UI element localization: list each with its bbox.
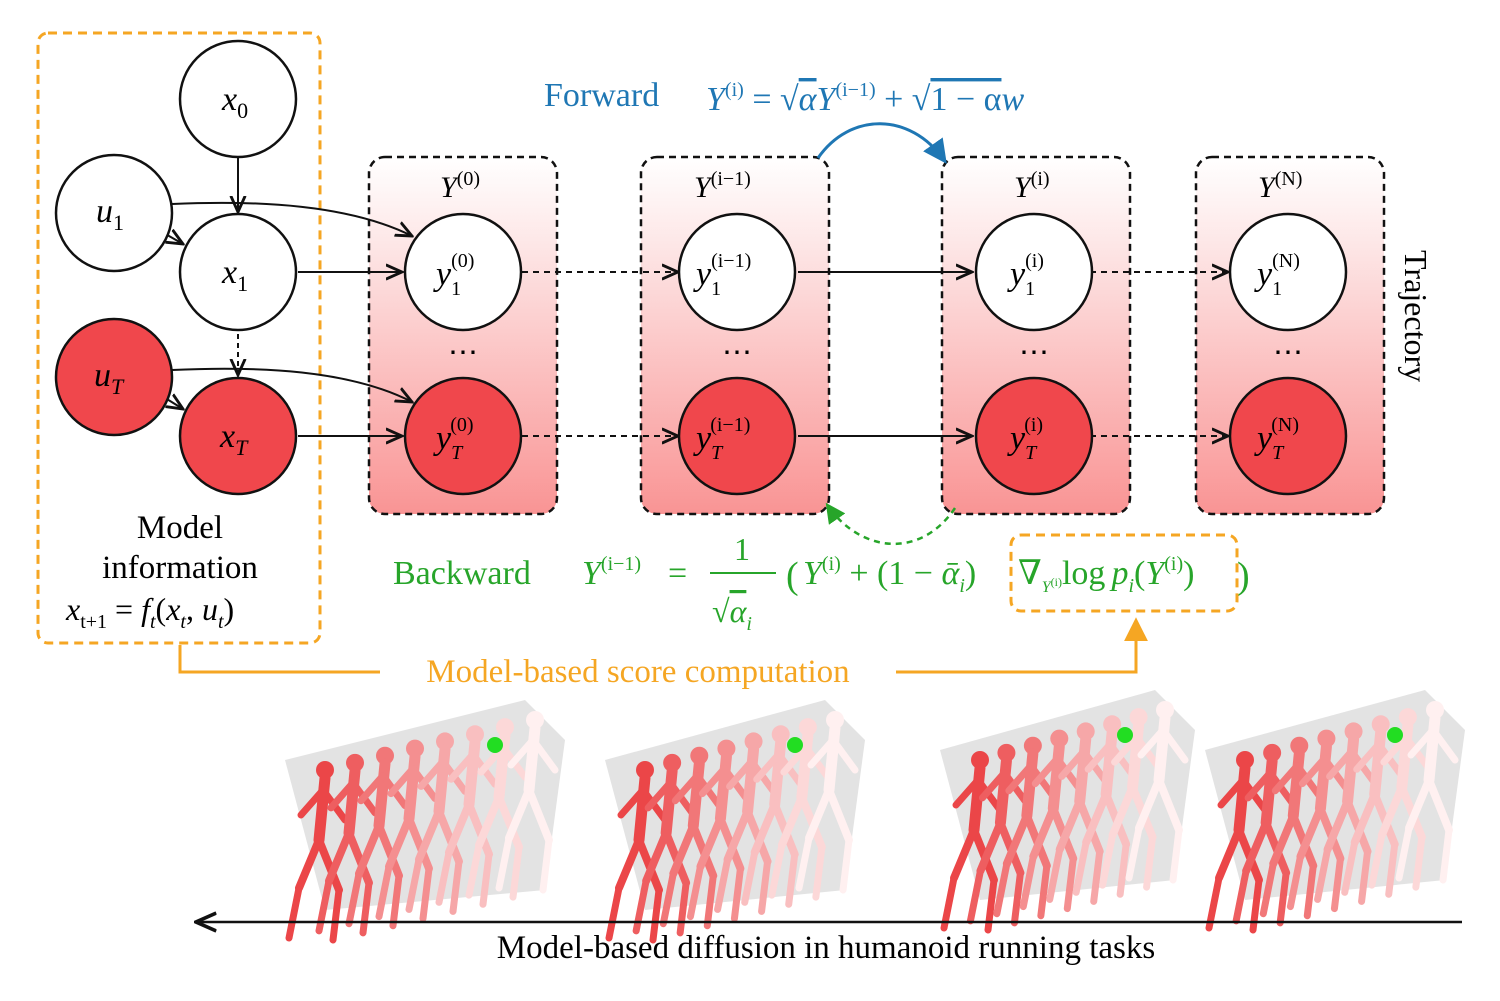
svg-text:x0: x0 (221, 81, 248, 123)
bottom-caption: Model-based diffusion in humanoid runnin… (497, 930, 1155, 966)
svg-text:): ) (1237, 555, 1250, 597)
stage-title-0: Y(0) (440, 168, 480, 204)
humanoid-figure (285, 761, 349, 944)
node-x1: x1 (178, 212, 298, 332)
svg-text:yT(i−1): yT(i−1) (693, 414, 750, 464)
humanoid-figure (714, 732, 778, 915)
svg-text:xT: xT (219, 418, 249, 460)
svg-text:y1(N): y1(N) (1254, 250, 1300, 300)
svg-text:(: ( (786, 555, 799, 597)
node-yT-stage2: yT(i) (974, 376, 1094, 496)
node-y1-stage1: y1(i−1) (677, 212, 797, 332)
trajectory-label: Trajectory (1398, 250, 1434, 382)
forward-arrow (816, 122, 947, 164)
humanoid-figure (315, 753, 379, 937)
score-connector-right (896, 617, 1148, 674)
humanoid-figure (1125, 701, 1189, 884)
humanoid-figure (1286, 729, 1350, 913)
node-yT-stage0: yT(0) (403, 376, 523, 496)
node-y1-stage0: y1(0) (403, 212, 523, 332)
humanoid-figure (768, 718, 832, 901)
target-marker (787, 737, 803, 753)
humanoid-figure (605, 761, 669, 944)
stage-title-1: Y(i−1) (694, 168, 751, 204)
node-uT: uT (54, 317, 174, 437)
forward-equation: Y(i) = √αY(i−1) + √1 − αw (706, 79, 1024, 118)
humanoid-figure (1019, 729, 1083, 913)
humanoid-figure (659, 746, 723, 930)
stage-title-2: Y(i) (1014, 168, 1050, 204)
svg-text:uT: uT (94, 357, 125, 399)
node-y1-stage3: y1(N) (1228, 212, 1348, 332)
model-caption-line2: information (102, 550, 258, 586)
target-marker (1387, 727, 1403, 743)
node-y1-stage2: y1(i) (974, 212, 1094, 332)
ellipsis-3: ⋯ (1273, 336, 1303, 369)
node-yT-stage3: yT(N) (1228, 376, 1348, 496)
edge-u1-y1-0 (171, 201, 412, 236)
humanoid-sequence-0 (285, 700, 565, 944)
svg-text:=: = (668, 555, 687, 592)
humanoid-sequence-1 (605, 700, 865, 944)
score-connector-left (178, 645, 380, 674)
node-xT: xT (178, 376, 298, 496)
model-info-box (36, 31, 322, 645)
svg-text:Y(i) + (1 − ᾱi): Y(i) + (1 − ᾱi) (803, 553, 976, 597)
stage-title-3: Y(N) (1258, 168, 1302, 204)
edge-uT-yT-0 (171, 367, 412, 402)
ellipsis-1: ⋯ (722, 336, 752, 369)
score-label: Model-based score computation (426, 654, 849, 690)
svg-text:u1: u1 (96, 193, 124, 235)
humanoid-figure (1395, 701, 1459, 884)
backward-arrow (825, 502, 957, 545)
svg-text:yT(0): yT(0) (433, 414, 474, 464)
node-u1: u1 (54, 153, 174, 273)
humanoid-motion-images (285, 690, 1465, 944)
ellipsis-2: ⋯ (1019, 336, 1049, 369)
model-caption-line1: Model (137, 510, 223, 546)
humanoid-figure (345, 746, 409, 930)
score-term-box (1009, 533, 1239, 613)
svg-text:y1(i−1): y1(i−1) (693, 250, 751, 300)
target-marker (1117, 727, 1133, 743)
svg-text:√αi: √αi (712, 593, 752, 635)
svg-text:1: 1 (734, 531, 750, 567)
humanoid-sequence-3 (1205, 690, 1465, 934)
humanoid-figure (435, 725, 499, 908)
model-equation: xt+1 = ft(xt, ut) (65, 591, 234, 633)
svg-text:y1(i): y1(i) (1007, 250, 1044, 300)
svg-text:Y(i−1): Y(i−1) (582, 553, 641, 592)
humanoid-figure (795, 711, 859, 894)
svg-text:x1: x1 (221, 254, 248, 296)
ellipsis-0: ⋯ (448, 336, 478, 369)
backward-label: Backward (393, 555, 531, 592)
node-x0: x0 (178, 39, 298, 159)
svg-text:yT(i): yT(i) (1007, 414, 1043, 464)
backward-equation: Y(i−1) = 1 √αi ( Y(i) + (1 − ᾱi) ∇Y(i)lo… (582, 531, 1250, 635)
humanoid-figure (495, 711, 559, 894)
svg-text:y1(0): y1(0) (433, 250, 474, 300)
humanoid-figure (940, 751, 1004, 934)
humanoid-sequence-2 (940, 690, 1195, 934)
svg-text:yT(N): yT(N) (1254, 414, 1299, 464)
humanoid-figure (1046, 722, 1110, 905)
target-marker (487, 737, 503, 753)
forward-label: Forward (544, 77, 659, 114)
node-yT-stage1: yT(i−1) (677, 376, 797, 496)
